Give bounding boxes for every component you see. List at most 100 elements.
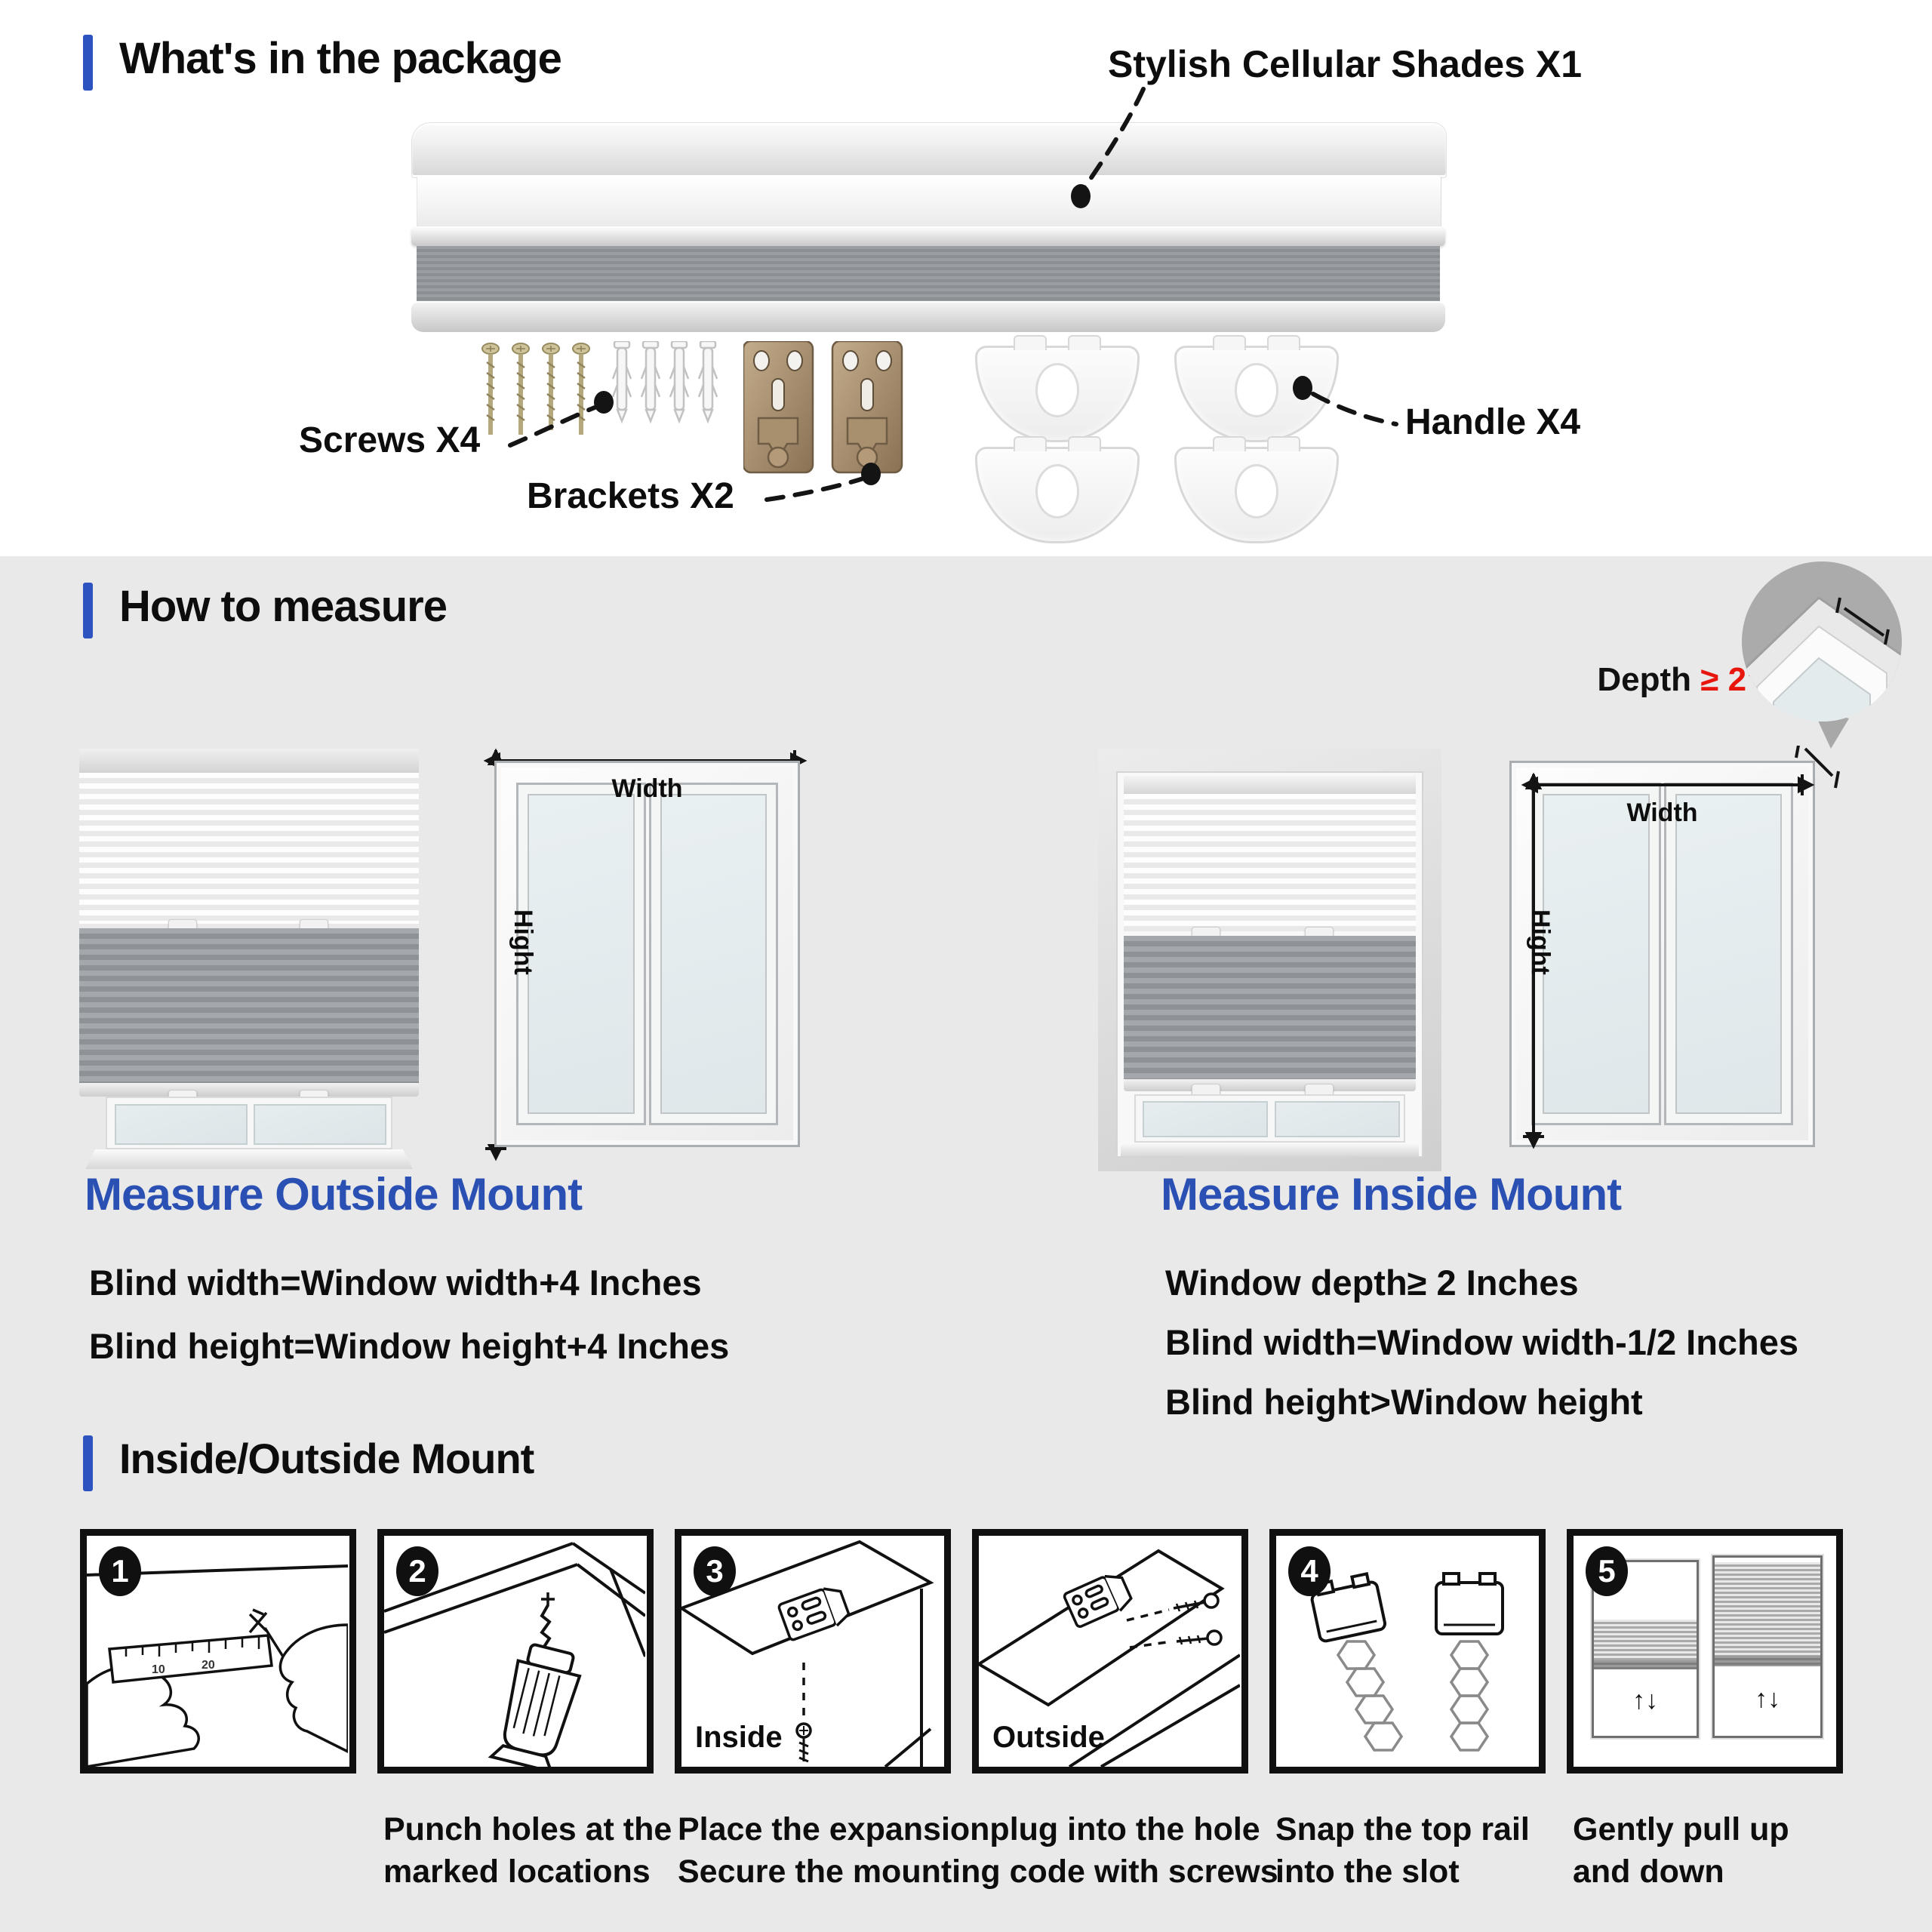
brackets-label: Brackets X2 [527, 476, 734, 516]
outside-width-label: Width [611, 774, 683, 803]
photo-headrail [1124, 776, 1416, 794]
photo-window-frame [106, 1097, 392, 1149]
step-badge-2: 2 [396, 1546, 438, 1596]
up-down-arrows-icon: ↑↓ [1632, 1686, 1658, 1715]
photo-gray-fabric [1124, 936, 1416, 1079]
caption-pull-up-down: Gently pull up and down [1573, 1808, 1789, 1893]
inside-rule-1: Window depth≥ 2 Inches [1165, 1263, 1579, 1303]
outside-rule-1: Blind width=Window width+4 Inches [89, 1263, 702, 1303]
shade-label: Stylish Cellular Shades X1 [1108, 43, 1583, 85]
handle-tab [1267, 436, 1300, 451]
outside-position-label: Outside [992, 1721, 1105, 1754]
outside-height-label: Hight [509, 909, 537, 975]
step-box-2: 2 [377, 1529, 654, 1774]
inside-position-label: Inside [695, 1721, 783, 1754]
inside-rule-3: Blind height>Window height [1165, 1382, 1643, 1422]
outside-rule-2: Blind height=Window height+4 Inches [89, 1326, 730, 1366]
caption-line: and down [1573, 1854, 1724, 1890]
ruler-mark-10: 10 [152, 1663, 165, 1676]
handle-tab [1014, 436, 1047, 451]
step5-snap-rail-illustration [1310, 1571, 1504, 1752]
mini-blind-mostly-closed: ↑↓ [1712, 1555, 1823, 1738]
measure-title: How to measure [119, 582, 448, 631]
photo-gray-fabric [79, 928, 419, 1083]
step-badge-3: 3 [694, 1546, 736, 1596]
screws-illustration [481, 343, 590, 435]
step-badge-5: 5 [1586, 1546, 1628, 1596]
wall-anchors-illustration [611, 341, 718, 424]
handle-1 [975, 335, 1140, 442]
inside-line-window [1509, 761, 1815, 1147]
caption-line: into the slot [1275, 1854, 1460, 1890]
step2-drilling-illustration [384, 1542, 645, 1767]
step-badge-4: 4 [1288, 1546, 1331, 1596]
photo-headrail [79, 749, 419, 773]
step1-ruler-marking-illustration: 10 20 [87, 1564, 348, 1767]
step-box-5: ↑↓ ↑↓ 5 [1567, 1529, 1843, 1774]
window-door-right [648, 783, 778, 1125]
step-box-outside: Outside [972, 1529, 1248, 1774]
shade-bottom-rail [411, 301, 1445, 332]
handle-hole [1035, 464, 1079, 519]
mount-title: Inside/Outside Mount [119, 1435, 534, 1482]
mini-blind-fabric-dark [1594, 1660, 1697, 1669]
inside-mount-heading: Measure Inside Mount [1161, 1169, 1622, 1220]
window-glass [660, 794, 767, 1114]
handle-2 [1174, 335, 1339, 442]
shade-mid-rail [411, 226, 1445, 246]
accent-bar-measure [83, 583, 93, 638]
handle-hole [1035, 363, 1079, 418]
handle-tab [1068, 335, 1101, 350]
handle-tab [1267, 335, 1300, 350]
corner-zoom-inset [1742, 561, 1902, 749]
caption-line: Secure the mounting code with screws [678, 1854, 1278, 1890]
inside-dimension-arrows [1521, 746, 1840, 1149]
caption-expansion-plug: Place the expansionplug into the hole Se… [678, 1808, 1278, 1893]
caption-line: marked locations [383, 1854, 651, 1890]
handle-tab [1213, 335, 1246, 350]
window-door-left [1531, 783, 1661, 1125]
step4-outside-bracket-illustration [979, 1549, 1240, 1767]
shade-white-fabric [417, 177, 1441, 226]
window-sill [1121, 1143, 1419, 1156]
photo-white-fabric [79, 773, 419, 924]
window-pane [1275, 1101, 1400, 1137]
inside-mount-photo [1098, 749, 1441, 1171]
handle-hole [1235, 464, 1278, 519]
handle-tab [1014, 335, 1047, 350]
shade-headrail [411, 122, 1447, 178]
outside-mount-photo [79, 749, 419, 1170]
depth-prefix: Depth [1597, 661, 1701, 698]
step-badge-1: 1 [99, 1546, 141, 1596]
package-title: What's in the package [119, 34, 562, 83]
window-glass [1675, 794, 1782, 1114]
up-down-arrows-icon: ↑↓ [1755, 1684, 1780, 1713]
mini-blind-fabric-dark [1715, 1656, 1820, 1666]
inside-rule-2: Blind width=Window width-1/2 Inches [1165, 1322, 1799, 1362]
window-door-left [516, 783, 646, 1125]
photo-bottom-rail [1124, 1079, 1416, 1091]
depth-callout: Depth ≥ 2" [1509, 661, 1762, 699]
caption-line: Punch holes at the [383, 1811, 672, 1847]
handle-3 [975, 436, 1140, 543]
photo-window-frame [1134, 1094, 1405, 1143]
caption-line: Place the expansionplug into the hole [678, 1811, 1260, 1847]
outside-line-window [494, 761, 800, 1147]
photo-white-fabric [1124, 794, 1416, 931]
outside-mount-heading: Measure Outside Mount [85, 1169, 583, 1220]
photo-bottom-rail [79, 1083, 419, 1097]
handle-tab [1213, 436, 1246, 451]
mini-blind-fabric [1715, 1562, 1820, 1665]
window-door-right [1663, 783, 1793, 1125]
step-box-3-inside: 3 Inside [675, 1529, 951, 1774]
brackets-illustration [743, 341, 903, 474]
caption-line: Snap the top rail [1275, 1811, 1530, 1847]
window-sill [85, 1149, 413, 1169]
caption-line: Gently pull up [1573, 1811, 1789, 1847]
caption-punch-holes: Punch holes at the marked locations [383, 1808, 672, 1893]
photo-inner-frame [1116, 771, 1423, 1158]
step-box-1: 10 20 1 [80, 1529, 356, 1774]
step3-inside-bracket-illustration [681, 1540, 934, 1767]
window-glass [1543, 794, 1650, 1114]
